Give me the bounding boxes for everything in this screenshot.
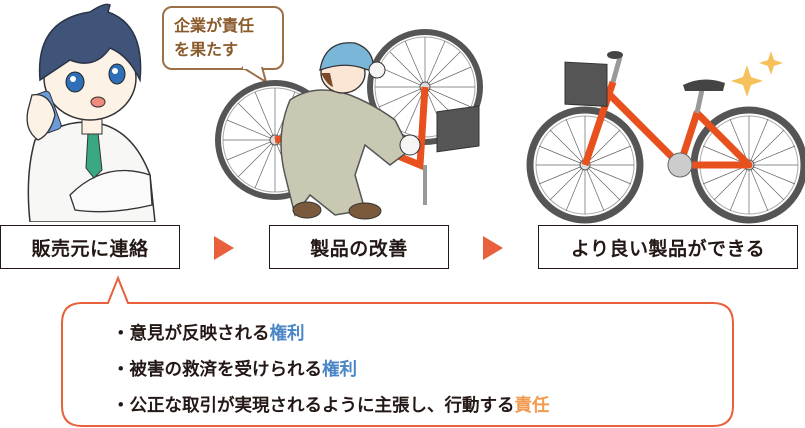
keyword-right: 権利 <box>322 360 357 380</box>
point-text: 被害の救済を受けられる <box>129 360 323 380</box>
keyword-right: 権利 <box>269 324 305 344</box>
step-label: より良い製品ができる <box>570 237 766 260</box>
step-contact-seller: 販売元に連絡 <box>0 225 180 269</box>
worker-illustration <box>215 29 483 220</box>
callout-point: ・公正な取引が実現されるように主張し、行動する責任 <box>112 388 550 424</box>
arrow-right-icon <box>214 236 234 260</box>
speech-bubble: 企業が責任 を果たす <box>162 6 284 70</box>
speech-line-1: 企業が責任 <box>174 16 255 35</box>
speech-line-2: を果たす <box>174 40 239 59</box>
bullet: ・ <box>112 396 130 416</box>
sparkle-icon <box>731 65 763 97</box>
bicycle-illustration <box>526 51 805 224</box>
step-label: 製品の改善 <box>310 237 408 260</box>
step-better-product: より良い製品ができる <box>538 225 798 269</box>
bullet: ・ <box>112 324 130 344</box>
consumer-illustration <box>26 3 156 222</box>
bullet: ・ <box>112 360 130 380</box>
point-text: 意見が反映される <box>129 324 270 344</box>
callout-point: ・意見が反映される権利 <box>112 316 550 352</box>
arrow-right-icon <box>483 236 503 260</box>
step-label: 販売元に連絡 <box>31 237 149 260</box>
step-product-improvement: 製品の改善 <box>269 225 449 269</box>
callout-points: ・意見が反映される権利 ・被害の救済を受けられる権利 ・公正な取引が実現されるよ… <box>112 316 550 424</box>
keyword-duty: 責任 <box>514 396 550 416</box>
point-text: 公正な取引が実現されるように主張し、行動する <box>129 396 515 416</box>
callout-point: ・被害の救済を受けられる権利 <box>112 352 550 388</box>
sparkle-icon <box>759 51 783 75</box>
